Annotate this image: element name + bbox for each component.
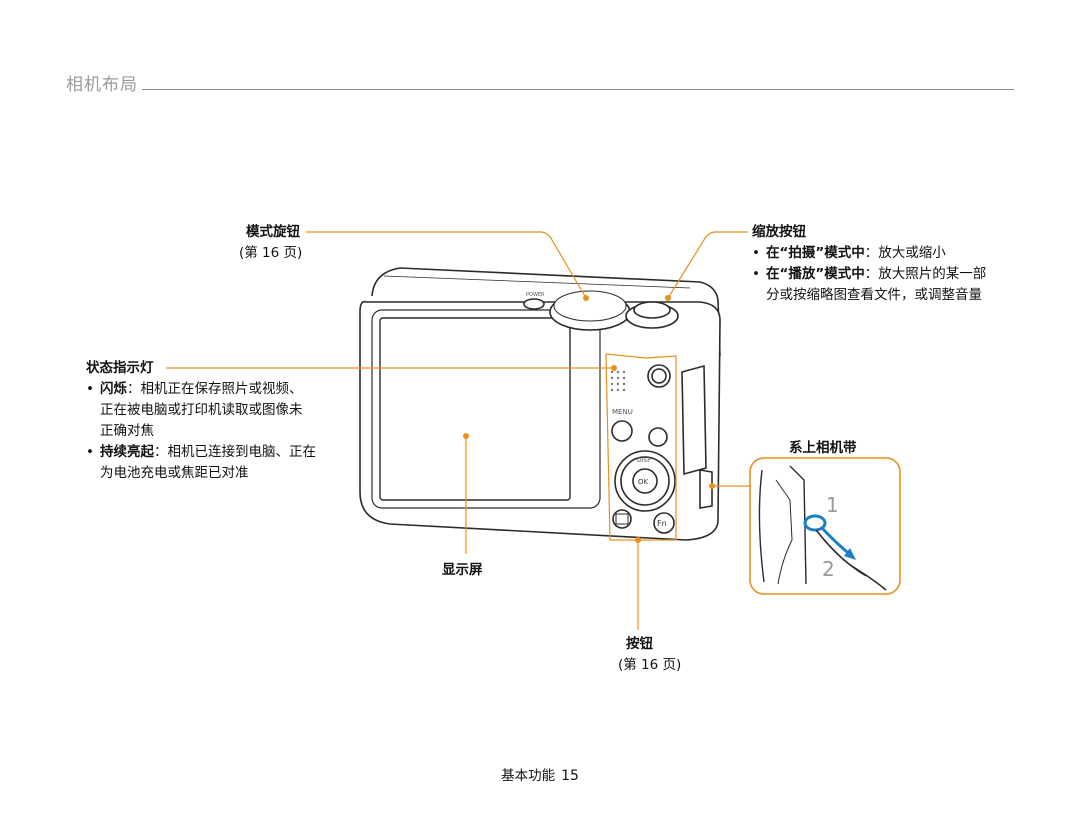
- status-item-2: •持续亮起：相机已连接到电脑、正在: [86, 444, 316, 460]
- strap-step-1: 1: [826, 493, 839, 517]
- camera-power-text: POWER: [526, 292, 545, 298]
- mode-dial-page: (第 16 页): [239, 245, 303, 261]
- callout-dots: [463, 295, 715, 543]
- callout-lines: [166, 231, 750, 630]
- page-footer: 基本功能 15: [0, 764, 1080, 784]
- status-item-2-bold: 持续亮起: [100, 444, 154, 460]
- title-rule: [142, 89, 1014, 90]
- status-item-2-cont1: 为电池充电或焦距已对准: [100, 465, 249, 481]
- strap-inset: [749, 457, 901, 595]
- status-item-1-cont2: 正确对焦: [100, 423, 154, 439]
- camera-menu-text: MENU: [612, 408, 633, 416]
- camera-fn-text: Fn: [657, 519, 667, 528]
- zoom-item-2-cont: 分或按缩略图查看文件，或调整音量: [766, 287, 982, 303]
- zoom-item-1-bold: 在“拍摄”模式中: [766, 245, 865, 261]
- status-lamp-label: 状态指示灯: [86, 360, 154, 376]
- camera-disp-text: DISP: [637, 457, 651, 464]
- zoom-item-2-text: ：放大照片的某一部: [864, 266, 987, 282]
- camera-ok-text: OK: [638, 478, 649, 486]
- status-item-2-text: ：相机已连接到电脑、正在: [154, 444, 316, 460]
- strap-label: 系上相机带: [789, 440, 857, 456]
- page-number: 15: [561, 768, 579, 784]
- zoom-item-2: •在“播放”模式中：放大照片的某一部: [752, 266, 987, 282]
- footer-section: 基本功能: [501, 768, 556, 784]
- zoom-button-label: 缩放按钮: [752, 224, 806, 240]
- zoom-item-1-text: ：放大或缩小: [864, 245, 946, 261]
- display-label: 显示屏: [442, 562, 483, 578]
- status-item-1: •闪烁：相机正在保存照片或视频、: [86, 381, 303, 397]
- camera-body: [359, 267, 721, 541]
- zoom-item-2-bold: 在“播放”模式中: [766, 266, 865, 282]
- page-title: 相机布局: [66, 75, 138, 95]
- buttons-page: (第 16 页): [618, 657, 682, 673]
- status-item-1-bold: 闪烁: [100, 381, 127, 397]
- buttons-label: 按钮: [626, 636, 653, 652]
- status-item-1-cont1: 正在被电脑或打印机读取或图像未: [100, 402, 303, 418]
- strap-step-2: 2: [822, 557, 835, 581]
- zoom-item-1: •在“拍摄”模式中：放大或缩小: [752, 245, 946, 261]
- mode-dial-label: 模式旋钮: [246, 224, 300, 240]
- status-item-1-text: ：相机正在保存照片或视频、: [127, 381, 303, 397]
